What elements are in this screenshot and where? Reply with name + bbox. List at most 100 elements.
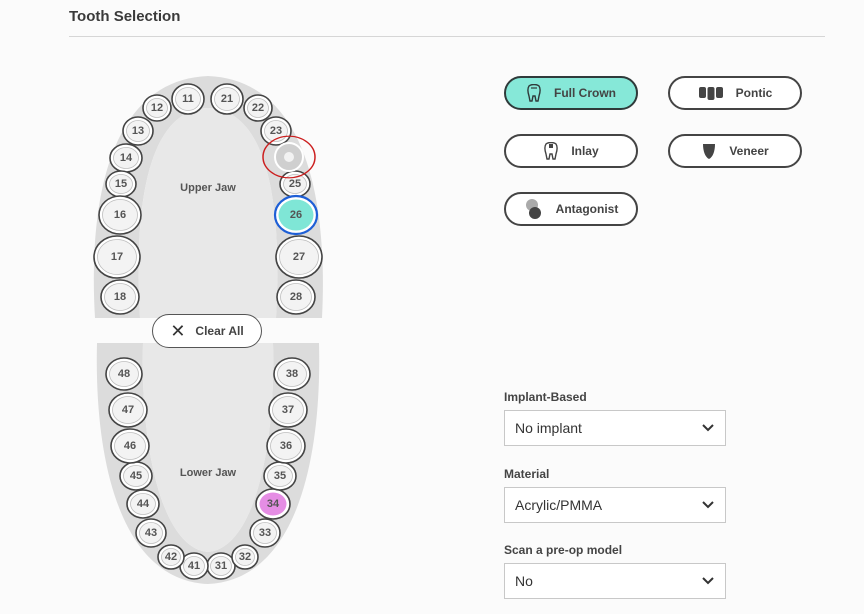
tooth-number: 28 (290, 291, 302, 303)
tooth-number: 33 (259, 527, 271, 539)
tooth-47[interactable]: 47 (108, 392, 148, 428)
tooth-13[interactable]: 13 (122, 116, 154, 146)
tooth-23[interactable]: 23 (260, 116, 292, 146)
scan-preop-select[interactable]: No (504, 563, 726, 599)
pontic-icon (698, 87, 723, 100)
tooth-number: 12 (151, 102, 163, 114)
tooth-26[interactable]: 26 (273, 194, 319, 236)
implant-based-value: No implant (515, 420, 582, 436)
lower-jaw-label: Lower Jaw (180, 467, 237, 479)
inlay-button[interactable]: Inlay (504, 134, 638, 168)
scan-preop-label: Scan a pre-op model (504, 543, 623, 557)
tooth-14[interactable]: 14 (109, 143, 143, 173)
tooth-crown (259, 492, 287, 516)
tooth-16[interactable]: 16 (98, 195, 142, 235)
tooth-number: 23 (270, 125, 282, 137)
tooth-number: 44 (137, 498, 150, 510)
tooth-crown (139, 522, 163, 544)
tooth-crown (214, 87, 240, 111)
clear-all-label: Clear All (195, 324, 244, 338)
veneer-button[interactable]: Veneer (668, 134, 802, 168)
tooth-33[interactable]: 33 (249, 518, 281, 548)
tooth-crown (277, 361, 307, 387)
tooth-crown (126, 120, 150, 142)
tooth-34[interactable]: 34 (255, 488, 291, 520)
tooth-45[interactable]: 45 (119, 461, 153, 491)
tooth-crown (102, 199, 138, 231)
tooth-crown (183, 556, 205, 576)
highlight-ring (262, 135, 316, 179)
inlay-label: Inlay (571, 144, 599, 158)
tooth-crown (114, 432, 146, 460)
tooth-number: 32 (239, 551, 251, 563)
implant-based-select[interactable]: No implant (504, 410, 726, 446)
chevron-down-icon (702, 501, 714, 509)
crown-icon (527, 84, 541, 102)
tooth-44[interactable]: 44 (126, 489, 160, 519)
tooth-number: 25 (289, 178, 301, 190)
lower-floor (142, 343, 274, 552)
tooth-11[interactable]: 11 (171, 83, 205, 115)
tooth-32[interactable]: 32 (231, 544, 259, 570)
tooth-17[interactable]: 17 (93, 235, 141, 279)
upper-palate (138, 108, 278, 318)
tooth-number: 17 (111, 251, 123, 263)
tooth-42[interactable]: 42 (157, 544, 185, 570)
inlay-icon (544, 142, 559, 160)
veneer-label: Veneer (729, 144, 769, 158)
tooth-number: 47 (122, 404, 134, 416)
veneer-icon (703, 144, 716, 159)
tooth-number: 41 (188, 560, 200, 572)
tooth-35[interactable]: 35 (263, 461, 297, 491)
tooth-41[interactable]: 41 (179, 552, 209, 580)
tooth-crown (123, 465, 149, 487)
antagonist-label: Antagonist (555, 202, 619, 216)
tooth-15[interactable]: 15 (105, 170, 137, 198)
clear-all-button[interactable]: ✕ Clear All (152, 314, 262, 348)
antagonist-icon (525, 199, 541, 219)
tooth-number: 18 (114, 291, 126, 303)
tooth-number: 48 (118, 368, 130, 380)
tooth-number: 36 (280, 440, 292, 452)
tooth-28[interactable]: 28 (276, 279, 316, 315)
tooth-crown (161, 548, 181, 566)
tooth-crown (278, 199, 314, 231)
tooth-number: 46 (124, 440, 136, 452)
tooth-27[interactable]: 27 (275, 235, 323, 279)
tooth-36[interactable]: 36 (266, 428, 306, 464)
tooth-crown (146, 98, 168, 118)
tooth-25[interactable]: 25 (279, 170, 311, 198)
tooth-crown (270, 432, 302, 460)
material-value: Acrylic/PMMA (515, 497, 603, 513)
tooth-43[interactable]: 43 (135, 518, 167, 548)
full-crown-button[interactable]: Full Crown (504, 76, 638, 110)
tooth-38[interactable]: 38 (273, 357, 311, 391)
material-select[interactable]: Acrylic/PMMA (504, 487, 726, 523)
tooth-18[interactable]: 18 (100, 279, 140, 315)
tooth-number: 43 (145, 527, 157, 539)
tooth-21[interactable]: 21 (210, 83, 244, 115)
tooth-31[interactable]: 31 (206, 552, 236, 580)
tooth-crown (267, 465, 293, 487)
implant-marker-tooth-24[interactable] (262, 135, 316, 179)
tooth-number: 34 (267, 498, 280, 510)
tooth-22[interactable]: 22 (243, 94, 273, 122)
tooth-crown (104, 283, 136, 311)
tooth-number: 14 (120, 152, 133, 164)
tooth-37[interactable]: 37 (268, 392, 308, 428)
tooth-crown (109, 174, 133, 194)
tooth-46[interactable]: 46 (110, 428, 150, 464)
tooth-number: 13 (132, 125, 144, 137)
tooth-crown (253, 522, 277, 544)
tooth-12[interactable]: 12 (142, 94, 172, 122)
scan-preop-value: No (515, 573, 533, 589)
tooth-number: 15 (115, 178, 127, 190)
tooth-crown (247, 98, 269, 118)
pontic-button[interactable]: Pontic (668, 76, 802, 110)
close-icon: ✕ (170, 321, 186, 341)
tooth-number: 31 (215, 560, 227, 572)
tooth-48[interactable]: 48 (105, 357, 143, 391)
tooth-number: 11 (182, 93, 194, 105)
tooth-crown (130, 493, 156, 515)
antagonist-button[interactable]: Antagonist (504, 192, 638, 226)
